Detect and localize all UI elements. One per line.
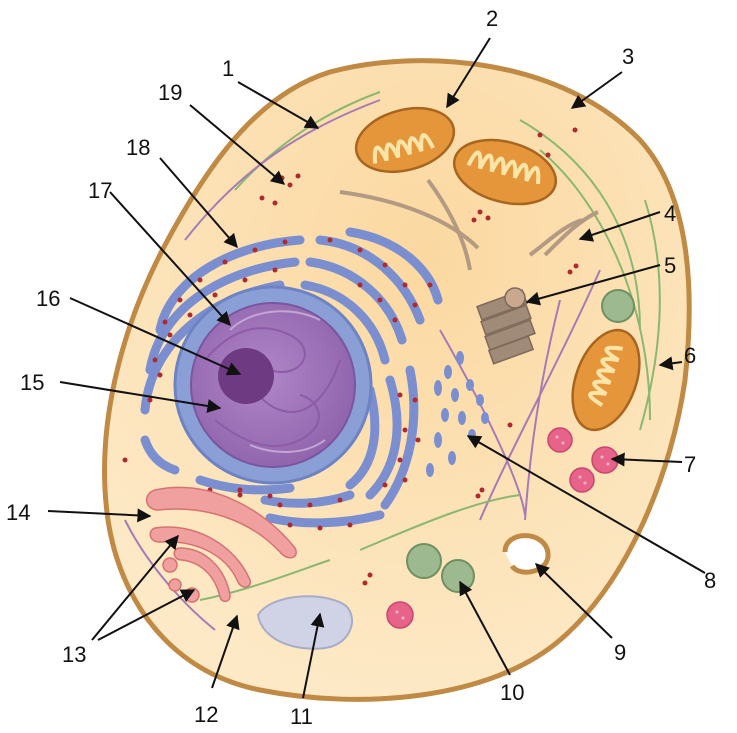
nucleus (191, 303, 355, 467)
label-18: 18 (126, 135, 150, 160)
label-1: 1 (222, 56, 234, 81)
label-9: 9 (614, 640, 626, 665)
label-12: 12 (194, 702, 218, 727)
label-19: 19 (158, 80, 182, 105)
label-5: 5 (664, 253, 676, 278)
label-10: 10 (500, 680, 524, 705)
label-4: 4 (664, 201, 676, 226)
nucleolus (218, 348, 274, 404)
label-3: 3 (622, 44, 634, 69)
label-8: 8 (704, 568, 716, 593)
label-16: 16 (36, 286, 60, 311)
label-11: 11 (290, 704, 313, 729)
label-14: 14 (6, 500, 30, 525)
label-2: 2 (486, 6, 498, 31)
label-6: 6 (684, 343, 696, 368)
label-15: 15 (20, 370, 44, 395)
label-17: 17 (88, 178, 112, 203)
label-13: 13 (62, 642, 86, 667)
label-7: 7 (684, 452, 696, 477)
